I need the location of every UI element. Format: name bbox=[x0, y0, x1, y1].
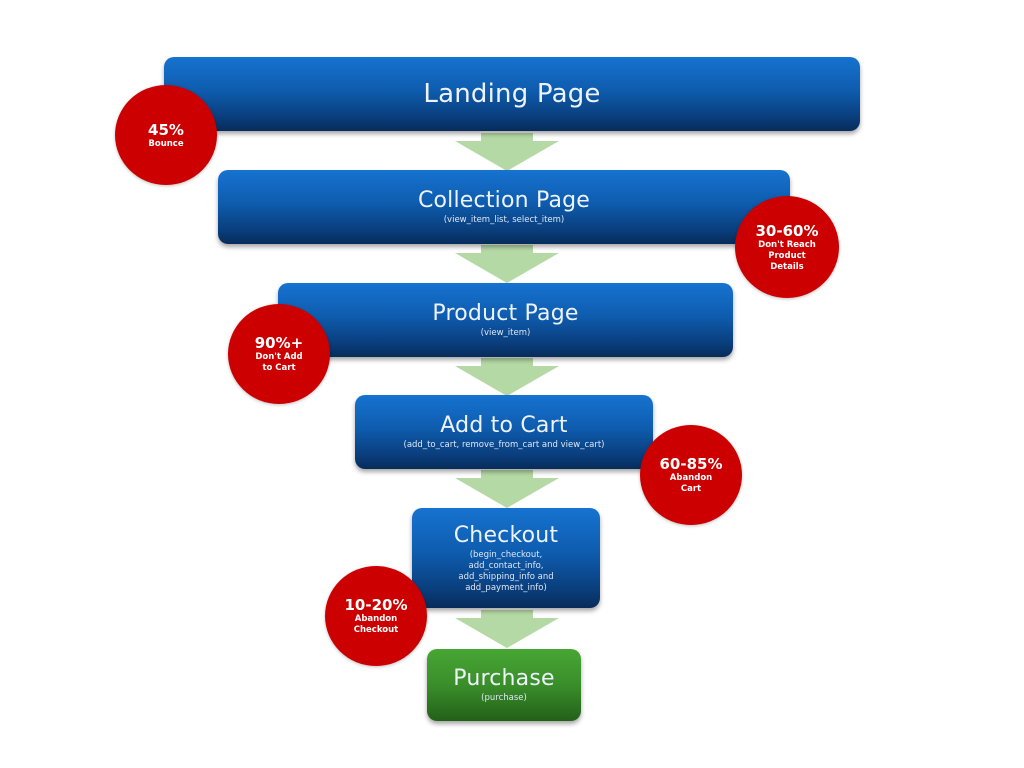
stage-collection-page: Collection Page (view_item_list, select_… bbox=[218, 170, 790, 244]
stage-title: Add to Cart bbox=[440, 413, 568, 438]
stage-landing-page: Landing Page bbox=[164, 57, 860, 131]
dropoff-label: Don't Reach Product Details bbox=[758, 239, 816, 272]
dropoff-label: Abandon Checkout bbox=[353, 614, 399, 635]
flow-arrow-1 bbox=[455, 133, 559, 171]
flow-arrow-3 bbox=[455, 358, 559, 396]
flow-arrow-5 bbox=[455, 610, 559, 648]
dropoff-label: Bounce bbox=[148, 138, 184, 149]
dropoff-badge-cart: 60-85% Abandon Cart bbox=[640, 425, 742, 525]
dropoff-badge-checkout: 10-20% Abandon Checkout bbox=[325, 566, 427, 666]
dropoff-label: Don't Add to Cart bbox=[255, 352, 303, 373]
flow-arrow-4 bbox=[455, 470, 559, 508]
dropoff-value: 90%+ bbox=[254, 334, 304, 352]
dropoff-value: 10-20% bbox=[344, 596, 408, 614]
stage-events: (view_item) bbox=[480, 328, 531, 338]
stage-title: Collection Page bbox=[417, 188, 591, 213]
dropoff-value: 45% bbox=[148, 120, 184, 139]
dropoff-badge-collection: 30-60% Don't Reach Product Details bbox=[735, 196, 839, 298]
stage-purchase: Purchase (purchase) bbox=[427, 649, 581, 721]
stage-title: Purchase bbox=[453, 666, 555, 691]
dropoff-badge-product: 90%+ Don't Add to Cart bbox=[228, 304, 330, 404]
stage-title: Checkout bbox=[453, 522, 559, 548]
stage-checkout: Checkout (begin_checkout, add_contact_in… bbox=[412, 508, 600, 608]
stage-title: Landing Page bbox=[423, 79, 601, 109]
dropoff-value: 60-85% bbox=[659, 455, 723, 473]
dropoff-label: Abandon Cart bbox=[669, 473, 713, 494]
dropoff-value: 30-60% bbox=[755, 221, 819, 240]
stage-add-to-cart: Add to Cart (add_to_cart, remove_from_ca… bbox=[355, 395, 653, 469]
stage-events: (view_item_list, select_item) bbox=[443, 215, 565, 225]
stage-title: Product Page bbox=[432, 301, 579, 326]
flow-arrow-2 bbox=[455, 245, 559, 283]
stage-product-page: Product Page (view_item) bbox=[278, 283, 733, 357]
stage-events: (begin_checkout, add_contact_info, add_s… bbox=[458, 549, 554, 593]
stage-events: (purchase) bbox=[481, 693, 527, 703]
stage-events: (add_to_cart, remove_from_cart and view_… bbox=[403, 440, 605, 450]
dropoff-badge-bounce: 45% Bounce bbox=[115, 85, 217, 185]
